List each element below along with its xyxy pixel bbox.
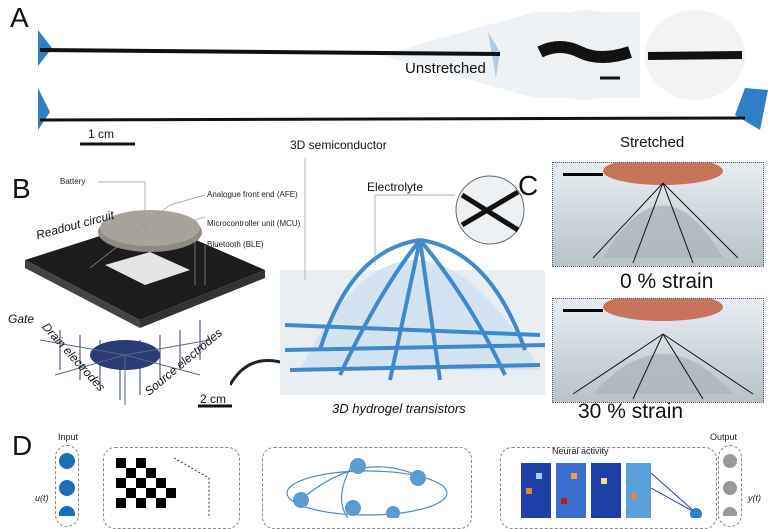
hydrogel-transistor-illustration <box>230 158 546 395</box>
ble-label: Bluetooth (BLE) <box>207 240 264 249</box>
panel-b-letter: B <box>12 173 31 204</box>
mcu-label: Microcontroller unit (MCU) <box>207 219 301 228</box>
gate-label: Gate <box>8 312 35 326</box>
afe-chip <box>105 252 190 285</box>
photo-30-strain <box>552 298 764 403</box>
panel-c-letter: C <box>518 170 539 201</box>
panel-a-fibers <box>38 10 768 146</box>
strain-30-label: 30 % strain <box>578 400 684 423</box>
photo-0-strain <box>552 162 764 267</box>
output-layer <box>718 445 742 527</box>
afe-label: Analogue front end (AFE) <box>207 190 298 199</box>
input-variable: u(t) <box>35 493 49 503</box>
strain-0-label: 0 % strain <box>620 270 714 293</box>
panel-a-letter: A <box>10 2 29 33</box>
scale-label-a: 1 cm <box>88 127 115 141</box>
readout-circuit-illustration <box>25 181 265 408</box>
input-pattern-panel <box>103 447 240 529</box>
unstretched-label: Unstretched <box>405 60 486 77</box>
hydrogel-dome <box>300 260 540 370</box>
scale-label-b: 2 cm <box>200 392 227 406</box>
stretched-label: Stretched <box>620 134 685 151</box>
semiconductor-label: 3D semiconductor <box>290 138 387 152</box>
panel-d-letter: D <box>12 430 33 461</box>
battery-label: Battery <box>60 177 86 186</box>
clamp-left-top <box>38 30 52 66</box>
hydrogel-caption: 3D hydrogel transistors <box>332 401 466 416</box>
clamp-right-bottom <box>735 88 768 130</box>
neural-activity-heatmap <box>521 463 702 520</box>
input-label: Input <box>58 432 79 442</box>
output-variable: y(t) <box>748 493 761 503</box>
clamp-left-bottom <box>38 88 50 130</box>
fiber-unstretched <box>39 48 501 56</box>
input-layer <box>55 445 79 527</box>
neural-activity-label: Neural activity <box>552 446 609 456</box>
neural-activity-panel <box>500 447 717 529</box>
reservoir-network-panel <box>262 447 472 529</box>
electrolyte-label: Electrolyte <box>367 180 424 194</box>
output-label: Output <box>710 432 738 442</box>
fiber-stretched <box>39 116 746 122</box>
